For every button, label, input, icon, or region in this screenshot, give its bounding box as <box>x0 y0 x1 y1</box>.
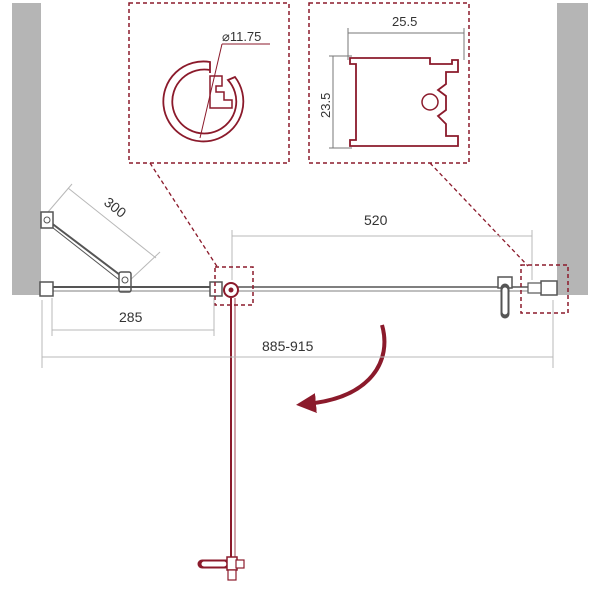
round-diameter-leader <box>199 43 223 139</box>
dimension-total-width: 885-915 <box>41 300 554 368</box>
profile-detail-frame <box>520 264 569 314</box>
arm-dim-ext-bottom <box>127 251 161 283</box>
stabiliser-clamp-pin <box>121 276 129 284</box>
stabiliser-glass-clamp <box>118 271 132 293</box>
detail-round-frame <box>128 2 290 164</box>
profile-width-label: 25.5 <box>392 14 417 29</box>
hinge <box>214 266 254 306</box>
right-wall-profile <box>540 280 558 296</box>
left-wall <box>12 3 41 295</box>
right-wall-catch <box>520 264 569 314</box>
arm-dim-label: 300 <box>101 194 129 221</box>
glass-panels-plan <box>39 281 542 297</box>
round-profile-slot <box>209 75 233 109</box>
arm-dim-ext-top <box>47 183 73 213</box>
stabiliser-arm <box>40 211 132 293</box>
door-swing-arrow <box>296 324 387 414</box>
door-span-label: 520 <box>364 212 388 228</box>
round-profile-ring <box>162 60 245 143</box>
door-handle-closed <box>497 276 513 319</box>
detail-round-profile: ⌀11.75 <box>128 2 290 164</box>
round-diameter-label: ⌀11.75 <box>222 29 261 44</box>
stabiliser-wall-pin <box>43 216 51 224</box>
profile-section-outline <box>349 57 459 147</box>
door-catch-seal <box>527 282 542 294</box>
left-wall-profile <box>39 281 54 297</box>
stabiliser-bar <box>45 218 125 279</box>
door-end-cap-open <box>235 559 245 569</box>
fixed-panel-end-clamp <box>209 281 223 297</box>
arm-dim-line <box>67 187 157 259</box>
right-wall <box>557 3 588 295</box>
fixed-panel-label: 285 <box>119 309 143 325</box>
hinge-pivot-core <box>228 287 234 293</box>
total-width-label: 885-915 <box>262 338 314 354</box>
stabiliser-bar-inner <box>47 223 123 283</box>
dimension-door-span: 520 <box>231 212 533 280</box>
detail-wall-profile: 25.5 23.5 <box>308 2 470 164</box>
stabiliser-wall-bracket <box>40 211 54 229</box>
dimension-fixed-panel: 285 <box>51 298 215 336</box>
detail-profile-frame <box>308 2 470 164</box>
leader-profile-detail <box>429 162 529 267</box>
hinge-detail-frame <box>214 266 254 306</box>
door-end-seal-open <box>227 569 237 581</box>
profile-section-channel <box>421 93 439 111</box>
door-open-position <box>197 298 245 581</box>
profile-height-label: 23.5 <box>318 93 333 118</box>
